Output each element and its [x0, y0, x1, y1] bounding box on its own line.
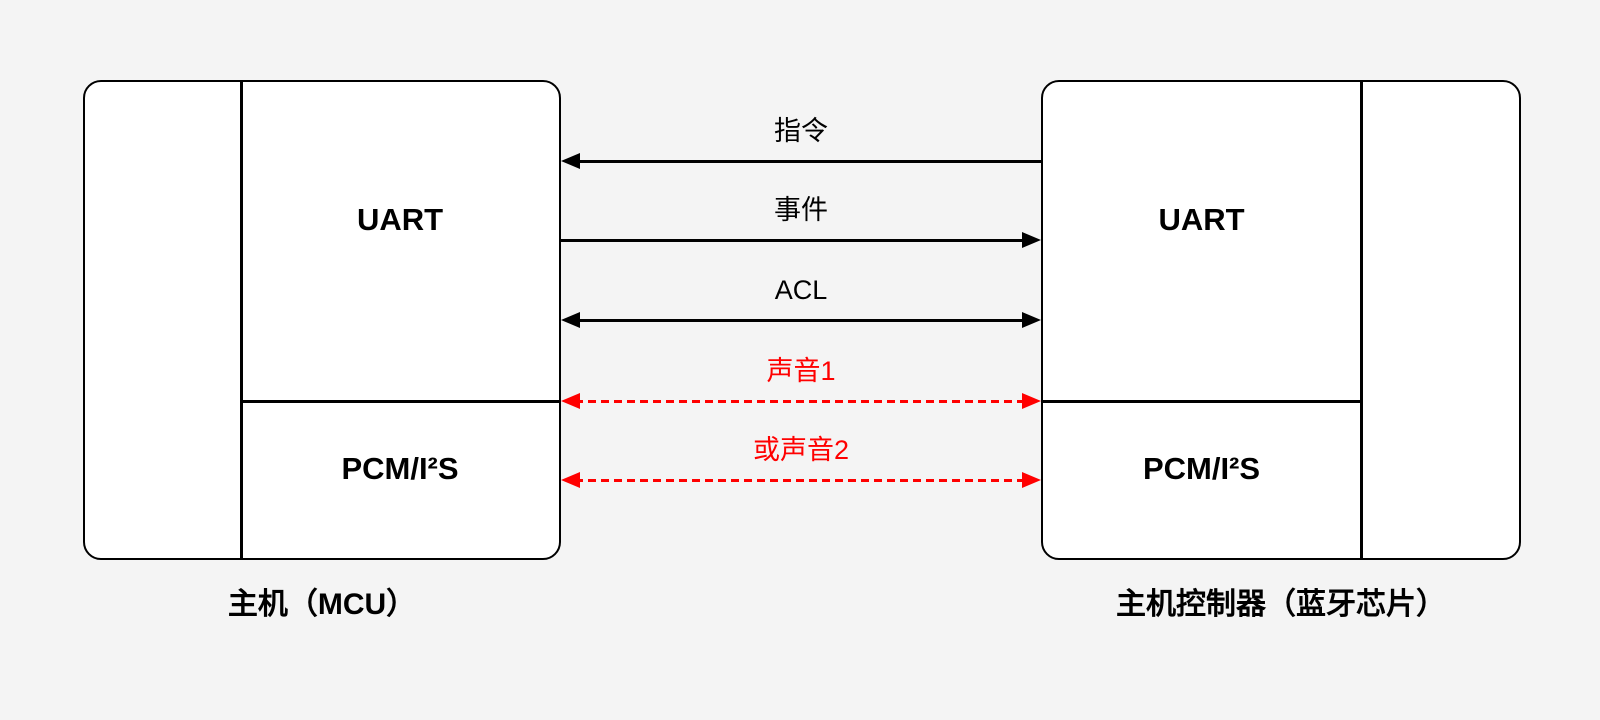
- arrow-audio1-line: [575, 399, 1027, 403]
- arrowhead-right-icon: [1022, 472, 1041, 488]
- channel-label-command: 指令: [774, 116, 828, 146]
- arrowhead-left-icon: [561, 312, 580, 328]
- channel-label-audio2: 或声音2: [752, 435, 850, 465]
- controller-vertical-divider: [1360, 82, 1363, 558]
- channel-label-event: 事件: [774, 195, 828, 225]
- channel-label-acl: ACL: [774, 275, 828, 305]
- arrow-command-line: [575, 159, 1041, 163]
- controller-caption: 主机控制器（蓝牙芯片）: [1116, 588, 1446, 621]
- arrowhead-right-icon: [1022, 312, 1041, 328]
- arrowhead-right-icon: [1022, 232, 1041, 248]
- channel-label-audio1: 声音1: [766, 356, 836, 386]
- arrow-event-line: [561, 238, 1027, 242]
- host-pcm-label: PCM/I²S: [341, 451, 459, 486]
- controller-horizontal-divider: [1043, 400, 1362, 403]
- arrow-acl-line: [575, 318, 1027, 322]
- arrowhead-left-icon: [561, 472, 580, 488]
- host-horizontal-divider: [240, 400, 559, 403]
- arrow-audio2-line: [575, 478, 1027, 482]
- arrowhead-left-icon: [561, 153, 580, 169]
- host-vertical-divider: [240, 82, 243, 558]
- controller-box: UART PCM/I²S: [1041, 80, 1521, 560]
- arrowhead-left-icon: [561, 393, 580, 409]
- host-caption: 主机（MCU）: [227, 588, 417, 621]
- channel-arrows: 指令 事件 ACL 声音1 或声音2: [561, 0, 1041, 720]
- host-uart-label: UART: [356, 202, 444, 237]
- host-box: UART PCM/I²S: [83, 80, 561, 560]
- controller-uart-label: UART: [1158, 202, 1245, 237]
- arrowhead-right-icon: [1022, 393, 1041, 409]
- controller-pcm-label: PCM/I²S: [1142, 451, 1261, 486]
